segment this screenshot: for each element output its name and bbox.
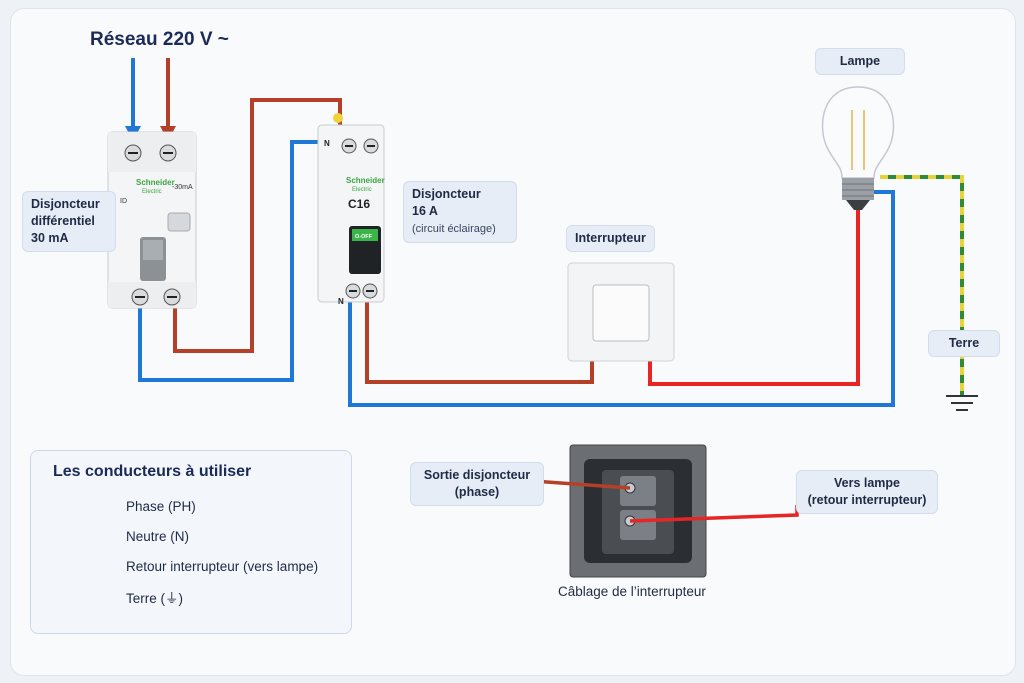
breaker-switch-text: O-OFF <box>355 234 373 240</box>
wall-switch <box>567 262 675 362</box>
breaker-terminal-n-top: N <box>324 139 330 148</box>
switch-wiring-caption: Câblage de l’interrupteur <box>558 584 706 599</box>
diff-brand: Schneider <box>136 178 175 187</box>
c16-breaker <box>317 113 385 303</box>
diff-rating: -30mA <box>172 184 193 191</box>
diff-label-line1: Disjoncteur <box>31 197 100 211</box>
sortie-line2: (phase) <box>454 485 500 499</box>
label-interrupteur: Interrupteur <box>566 225 655 252</box>
breaker-brand-sub: Electric <box>352 187 372 193</box>
label-differential-breaker: Disjoncteur différentiel 30 mA <box>22 191 116 252</box>
legend-item-retour: Retour interrupteur (vers lampe) <box>112 556 318 576</box>
breaker-label-line2: 16 A <box>412 204 438 218</box>
return-wire-switch-to-lamp <box>648 205 860 386</box>
vers-line2: (retour interrupteur) <box>807 493 927 507</box>
switch-mechanism <box>569 444 707 578</box>
label-vers-lampe: Vers lampe (retour interrupteur) <box>796 470 938 514</box>
differential-breaker <box>107 131 197 309</box>
phase-wire-diff-to-breaker <box>173 98 342 353</box>
breaker-terminal-n-bottom: N <box>338 297 344 306</box>
conductor-legend: Les conducteurs à utiliser <box>30 450 352 634</box>
legend-item-terre: Terre (⏚) <box>112 587 183 607</box>
breaker-rating: C16 <box>348 197 370 211</box>
terre-text: Terre <box>948 336 980 350</box>
breaker-brand: Schneider <box>346 176 385 185</box>
neutral-wire-breaker-to-lamp <box>348 190 895 407</box>
mechanism-phase-wire <box>532 479 631 490</box>
incoming-phase-arrow <box>160 58 176 141</box>
diff-code: ID <box>120 198 127 205</box>
vers-line1: Vers lampe <box>833 476 900 490</box>
sortie-line1: Sortie disjoncteur <box>423 468 531 482</box>
diff-label-line3: 30 mA <box>31 231 69 245</box>
legend-item-phase: Phase (PH) <box>112 496 196 516</box>
breaker-label-line1: Disjoncteur <box>412 187 481 201</box>
label-lampe: Lampe <box>815 48 905 75</box>
legend-label-neutre: Neutre (N) <box>126 528 190 544</box>
earth-symbol <box>946 395 978 411</box>
lamp-bulb <box>821 86 895 210</box>
breaker-label-line3: (circuit éclairage) <box>412 223 496 235</box>
label-terre: Terre <box>928 330 1000 357</box>
legend-label-terre: Terre (⏚) <box>126 591 183 606</box>
phase-wire-breaker-to-switch <box>365 300 594 384</box>
label-c16-breaker: Disjoncteur 16 A (circuit éclairage) <box>403 181 517 243</box>
label-sortie-disjoncteur: Sortie disjoncteur (phase) <box>410 462 544 506</box>
neutral-wire-diff-to-breaker <box>138 140 330 382</box>
legend-item-neutre: Neutre (N) <box>112 526 189 546</box>
legend-title: Les conducteurs à utiliser <box>53 463 252 480</box>
diff-label-line2: différentiel <box>31 214 95 228</box>
lampe-text: Lampe <box>839 54 881 68</box>
diff-brand-sub: Electric <box>142 189 162 195</box>
legend-label-retour: Retour interrupteur (vers lampe) <box>126 558 319 574</box>
earth-wire <box>880 175 964 395</box>
incoming-neutral-arrow <box>125 58 141 141</box>
page-title: Réseau 220 V ~ <box>90 29 229 50</box>
interrupteur-text: Interrupteur <box>575 231 646 245</box>
legend-label-phase: Phase (PH) <box>126 498 196 514</box>
